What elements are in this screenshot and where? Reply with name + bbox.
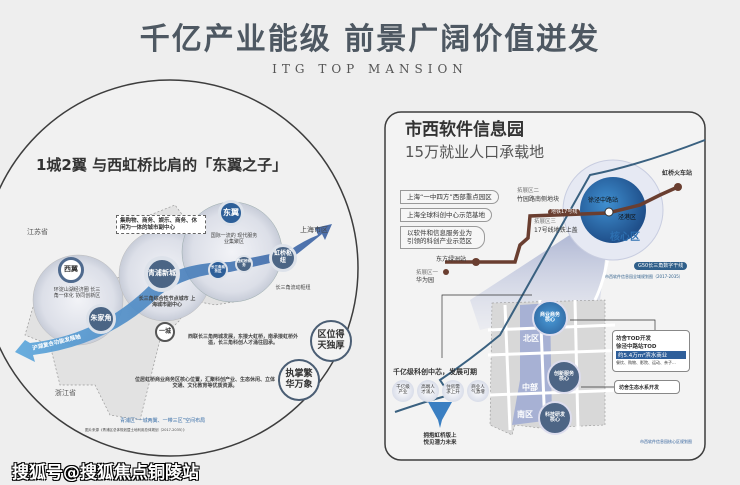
label-ext2-name: 竹园路南侧地块: [517, 196, 560, 203]
tod-box: 坊舍TOD开发 徐泾中路站TOD 约5.4万m²滨水商业 餐饮、购物、影院、运动…: [612, 330, 690, 372]
label-zhejiang: 浙江省: [55, 389, 76, 397]
funnel: [428, 402, 452, 428]
map-caption: 青浦区“一城两翼、一带三区”空间布局: [120, 418, 206, 424]
station-xujing: [604, 207, 614, 217]
page-subtitle: ITG TOP MANSION: [272, 62, 468, 76]
station-huawei: [443, 269, 449, 275]
label-jiangsu: 江苏省: [27, 228, 48, 236]
note-qingpu: 长三角综合性节点城市 上海城市副中心: [138, 296, 196, 308]
growth-bubble-1: 千亿级产业: [392, 380, 414, 402]
right-footnote: 市西软件信息园核心区规划图: [640, 439, 692, 444]
label-dongfang: 东方绿洲站: [436, 256, 467, 263]
label-middle: 中部: [522, 383, 538, 392]
label-g50: G50长三角数字干线: [634, 262, 688, 270]
node-small-2: 西虹桥商务: [235, 255, 253, 273]
callout-box: 集购物、商务、娱乐、商务、休闲为一体的城市副中心: [116, 215, 206, 235]
tod-highlight: 约5.4万m²滨水商业: [616, 351, 686, 359]
note-yicheng: 西联长三角两城发展，东接大虹桥，南承接虹桥外溢，长三角科创人才涌往园承。: [188, 334, 299, 346]
growth-bubble-3: 住房需求上升: [442, 380, 464, 402]
right-title: 市西软件信息园: [405, 120, 524, 140]
label-ext2: 拓展区二: [517, 188, 540, 194]
note-dongyi: 国际一流的 现代服务业集聚区: [210, 233, 258, 245]
label-ext1-name: 华为园: [416, 277, 435, 284]
label-ext1: 拓展区一: [416, 270, 439, 276]
pill-1: 上海“一中四方”西部重点园区: [400, 190, 499, 205]
node-xiyi: 西翼: [58, 257, 84, 283]
badge-prosperity: 执掌繁华万象: [278, 359, 320, 401]
label-ext3: 拓展区三: [534, 219, 557, 225]
growth-bubble-4: 商业人气激增: [467, 380, 489, 402]
growth-bubble-2: 高端人才涌入: [417, 380, 439, 402]
pill-2: 上海全球科创中心示范基地: [400, 208, 492, 223]
label-south: 南区: [517, 410, 533, 419]
note-xiyi: 环淀山湖经济圈 长三角一体化 协同创新区: [53, 287, 101, 299]
label-jingqu: 泾港区: [618, 214, 637, 221]
label-line17: 地铁17号线: [548, 209, 581, 215]
label-plan: 市西软件信息园全域规划图（2017-2035）: [605, 274, 683, 279]
watermark: 搜狐号@搜狐焦点铜陵站: [12, 463, 199, 483]
node-small-1: 长三角商务区: [208, 260, 228, 280]
note-core: 位居虹桥商业商务区核心位置，汇聚科创产业、生态休闲、立体交通、文化教育等优质资源…: [135, 377, 276, 389]
node-dongyi: 东翼: [218, 200, 244, 226]
core-research: 科技研发核心: [538, 401, 572, 435]
core-innovation: 创新服务核心: [547, 360, 581, 394]
tod-line2: 徐泾中路站TOD: [616, 344, 657, 350]
growth-heading: 千亿级科创中芯，发展可期: [393, 368, 477, 376]
node-yicheng: 一城: [155, 322, 175, 342]
label-ext3-name: 17号线地铁上盖: [534, 227, 578, 234]
right-subtitle: 15万就业人口承载地: [405, 143, 545, 161]
label-north: 北区: [523, 334, 539, 343]
node-qingpu: 青浦新城: [144, 256, 180, 292]
label-xujing: 徐泾中路站: [588, 197, 619, 204]
tod-list: 餐饮、购物、影院、运动、亲子...: [616, 360, 676, 365]
left-heading: 1城2翼 与西虹桥比肩的「东翼之子」: [36, 156, 288, 174]
station-dongfang: [472, 258, 480, 266]
badge-location: 区位得天独厚: [310, 320, 352, 362]
node-zhujiajiao: 朱家角: [86, 304, 116, 334]
label-shanghai-city: 上海市区: [300, 226, 328, 234]
pill-3: 以软件和信息服务业为引领的科创产业示范区: [400, 226, 485, 249]
tod-line1: 坊舍TOD开发: [616, 336, 651, 342]
label-hongqiao-station: 虹桥火车站: [662, 170, 693, 177]
growth-result: 拥抱虹桥版上 悦见潜力未来: [423, 433, 457, 446]
map-source: 图片来源《青浦区总体规划暨土地利用总体规划（2017-2035）》: [85, 428, 187, 432]
page-title: 千亿产业能级 前景广阔价值迸发: [139, 22, 601, 57]
label-core-zone: 核心区: [610, 232, 640, 243]
core-commercial: 商业商务核心: [532, 300, 568, 336]
eco-box: 坊舍生态水系开发: [614, 380, 680, 394]
node-hongqiao: 虹桥枢纽: [269, 244, 297, 272]
station-hongqiao: [674, 183, 682, 191]
note-hongqiao: 长三角流动枢纽: [275, 285, 311, 291]
